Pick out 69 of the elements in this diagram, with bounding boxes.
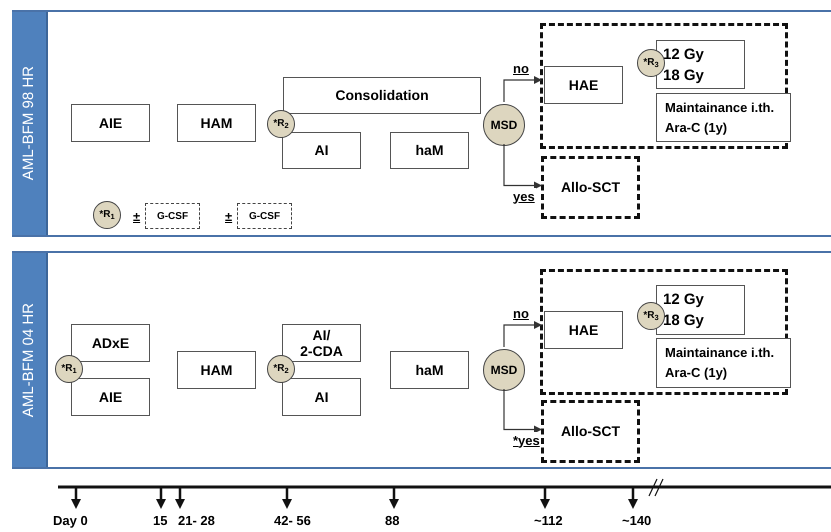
process-box <box>71 104 150 142</box>
process-box <box>390 351 469 389</box>
box-label: HAM <box>200 114 232 132</box>
box-label: HAM <box>200 360 232 380</box>
plus-minus-sign: ± <box>133 208 140 226</box>
dashed-box <box>541 400 640 463</box>
box-label: Allo-SCT <box>560 422 620 441</box>
circle-label: *R$_{3}$ <box>643 311 659 321</box>
circle-label: MSD <box>490 364 518 376</box>
timeline-label: 42- 56 <box>274 512 311 530</box>
arrow <box>503 144 542 190</box>
process-box <box>282 378 361 416</box>
box-label: HAE <box>568 320 598 340</box>
circle-label: MSD <box>490 119 518 131</box>
box-label: AI/ 2-CDA <box>299 327 344 359</box>
circle-label: *R$_{1}$ <box>61 364 77 374</box>
panel-title: AML-BFM 04 HR <box>18 302 38 418</box>
process-box <box>656 338 791 388</box>
box-label: Allo-SCT <box>560 178 620 197</box>
box-label: Maintainance i.th. Ara-C (1y) <box>665 344 775 382</box>
process-box <box>71 324 150 362</box>
dashed-group-box <box>540 23 788 149</box>
process-box <box>544 66 623 104</box>
box-label: haM <box>416 360 444 380</box>
timeline-label: ~112 <box>534 512 563 530</box>
circle-label: *R$_{3}$ <box>643 58 659 68</box>
circle-label: *R$_{1}$ <box>99 210 115 220</box>
process-box <box>282 324 361 362</box>
panel-title: AML-BFM 98 HR <box>18 66 38 181</box>
process-box <box>390 132 469 169</box>
box-label: haM <box>416 141 444 160</box>
timeline-label: 21- 28 <box>178 512 215 530</box>
arrow <box>503 321 542 347</box>
process-box <box>656 285 745 335</box>
arrow <box>503 76 542 102</box>
timeline-label: 15 <box>153 512 168 530</box>
process-box <box>177 351 256 389</box>
timeline-label: Day 0 <box>53 512 88 530</box>
circle-label: *R$_{2}$ <box>273 119 289 129</box>
box-label: Maintainance i.th. Ara-C (1y) <box>665 98 775 137</box>
arrow <box>503 389 542 434</box>
box-label: AI <box>314 141 328 160</box>
box-label: HAE <box>568 76 598 94</box>
box-label: ADxE <box>92 334 130 352</box>
box-label: AIE <box>98 114 122 132</box>
edge-label: *yes <box>512 432 541 448</box>
dashed-box <box>541 156 640 219</box>
timeline-label: 88 <box>385 512 400 530</box>
protocol-panel <box>12 251 831 469</box>
process-box <box>283 77 481 114</box>
protocol-panel <box>12 10 831 237</box>
circle-label: *R$_{2}$ <box>273 364 289 374</box>
dashed-group-box <box>540 269 788 395</box>
box-label: AIE <box>98 388 122 406</box>
box-label: Consolidation <box>335 86 429 105</box>
box-label: G-CSF <box>156 210 188 224</box>
process-box <box>177 104 256 142</box>
box-label: G-CSF <box>248 210 280 224</box>
process-box <box>544 311 623 349</box>
plus-minus-sign: ± <box>225 208 232 226</box>
box-label: AI <box>314 388 328 406</box>
timeline-label: ~140 <box>622 512 652 530</box>
process-box <box>656 40 745 89</box>
process-box <box>71 378 150 416</box>
box-label: 12 Gy 18 Gy <box>663 44 705 86</box>
box-label: 12 Gy 18 Gy <box>663 290 705 331</box>
process-box <box>282 132 361 169</box>
edge-label: yes <box>512 188 536 204</box>
process-box <box>656 93 791 142</box>
